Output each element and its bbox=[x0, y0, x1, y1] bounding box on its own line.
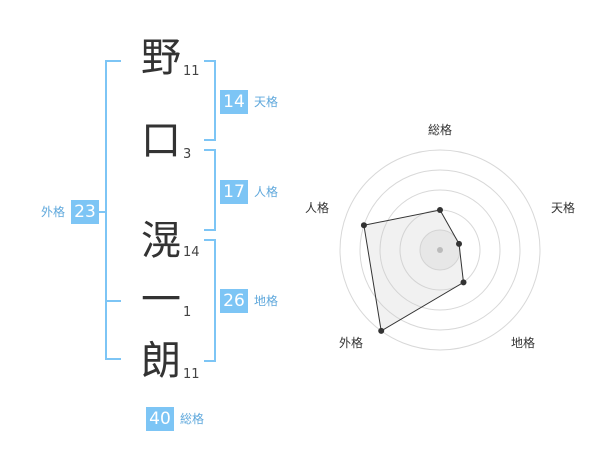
radar-axis-label-chikaku: 地格 bbox=[511, 335, 535, 350]
radar-point-2 bbox=[456, 240, 463, 247]
radar-point-1 bbox=[437, 207, 443, 213]
jinkaku-label: 人格 bbox=[254, 185, 279, 199]
radar-ring-4 bbox=[359, 169, 521, 331]
gaikaku-bracket-bottom bbox=[105, 298, 121, 360]
gaikaku-connector bbox=[99, 211, 107, 213]
name-char-2: 口 bbox=[141, 118, 181, 164]
stroke-count-5: 11 bbox=[183, 367, 200, 382]
jinkaku-badge: 17 bbox=[220, 180, 248, 204]
soukaku-badge: 40 bbox=[146, 407, 174, 431]
gaikaku-bracket-top bbox=[105, 60, 121, 302]
tenkaku-label: 天格 bbox=[254, 95, 279, 109]
jinkaku-bracket bbox=[204, 149, 216, 231]
name-char-4: 一 bbox=[141, 277, 181, 323]
name-char-1: 野 bbox=[141, 35, 181, 81]
radar-point-5 bbox=[360, 222, 367, 229]
radar-point-3 bbox=[460, 279, 467, 286]
radar-ring-5 bbox=[339, 149, 541, 351]
gaikaku-label: 外格 bbox=[41, 205, 66, 219]
stroke-count-1: 11 bbox=[183, 64, 200, 79]
radar-axis-label-jinkaku: 人格 bbox=[305, 200, 329, 215]
chikaku-label: 地格 bbox=[254, 294, 279, 308]
tenkaku-badge: 14 bbox=[220, 90, 248, 114]
stroke-count-3: 14 bbox=[183, 245, 200, 260]
soukaku-label: 総格 bbox=[180, 412, 205, 426]
radar-axis-label-gaikaku: 外格 bbox=[339, 335, 363, 350]
chikaku-bracket bbox=[204, 239, 216, 362]
radar-point-4 bbox=[378, 327, 385, 334]
radar-data-polygon bbox=[363, 209, 465, 332]
tenkaku-bracket bbox=[204, 60, 216, 141]
radar-center-dot bbox=[437, 247, 443, 253]
radar-axis-label-tenkaku: 天格 bbox=[551, 200, 575, 215]
stroke-count-2: 3 bbox=[183, 147, 192, 162]
radar-axis-label-soukaku: 総格 bbox=[428, 122, 452, 137]
name-char-5: 朗 bbox=[141, 338, 181, 384]
chikaku-badge: 26 bbox=[220, 289, 248, 313]
stroke-count-4: 1 bbox=[183, 305, 192, 320]
name-char-3: 滉 bbox=[141, 218, 181, 264]
gaikaku-badge: 23 bbox=[71, 200, 99, 224]
radar-ring-3 bbox=[379, 189, 501, 311]
